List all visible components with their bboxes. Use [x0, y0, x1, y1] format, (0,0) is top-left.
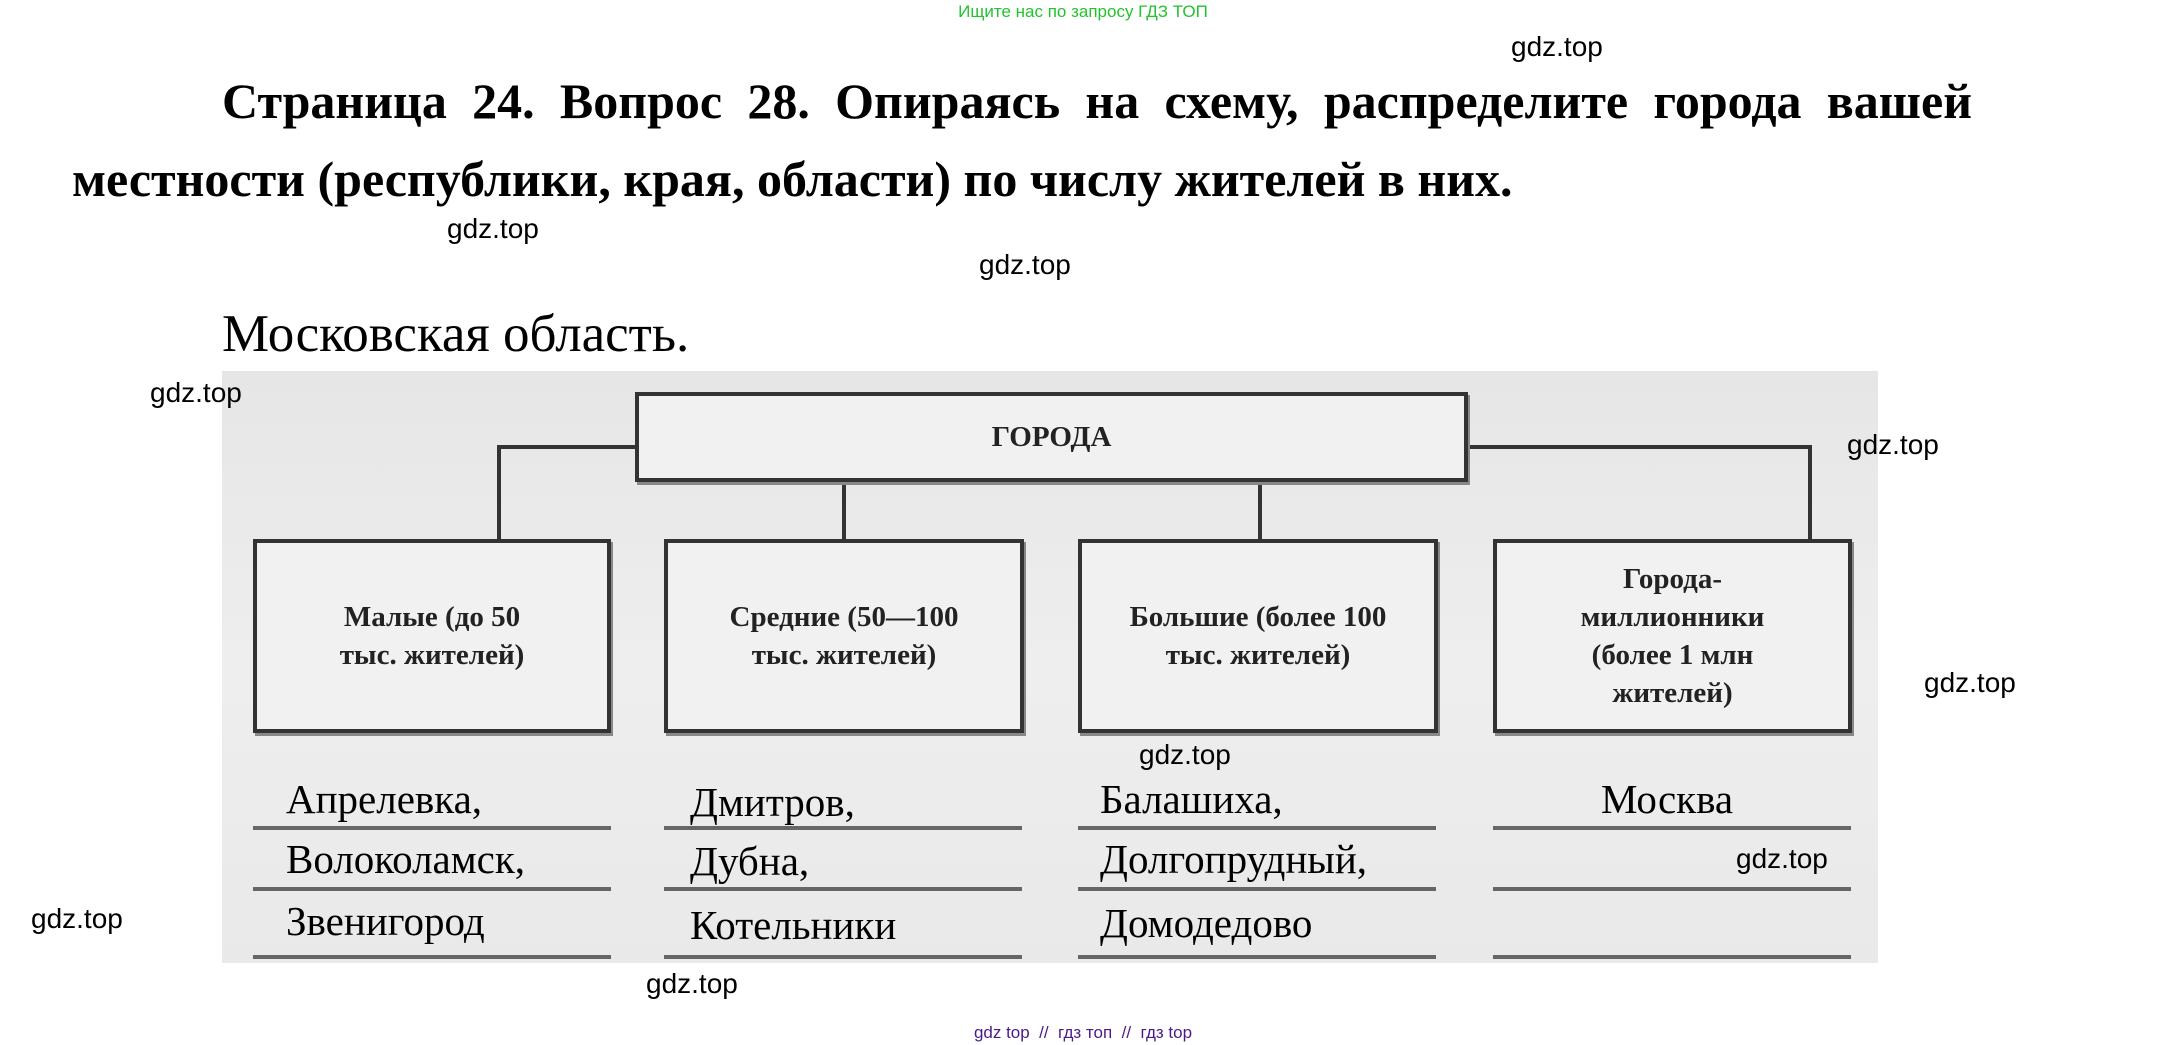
watermark: gdz.top [1511, 31, 1603, 62]
watermark: gdz.top [31, 903, 123, 934]
city-item: Дмитров, [690, 779, 855, 825]
city-item: Долгопрудный, [1100, 836, 1368, 882]
category-label: Средние (50—100 тыс. жителей) [729, 601, 959, 671]
category-label: Города-миллионники (более 1 млн жителей) [1580, 563, 1765, 709]
watermark: gdz.top [1139, 739, 1231, 770]
scheme-root-label: ГОРОДА [991, 421, 1112, 453]
answer-region: Московская область. [222, 305, 690, 363]
watermark: gdz.top [1847, 429, 1939, 460]
category-label: Большие (более 100 тыс. жителей) [1129, 601, 1387, 671]
scheme-root-box: ГОРОДА [635, 392, 1468, 482]
question-text: Страница 24. Вопрос 28. Опираясь на схем… [72, 73, 1972, 207]
city-item: Звенигород [286, 898, 485, 944]
watermark: gdz.top [447, 213, 539, 244]
city-item: Домодедово [1100, 900, 1313, 946]
city-item: Дубна, [690, 838, 810, 884]
category-label: Малые (до 50 тыс. жителей) [339, 601, 525, 671]
city-item: Волоколамск, [286, 836, 526, 882]
city-item: Апрелевка, [286, 776, 483, 822]
watermark: gdz.top [646, 968, 738, 999]
city-item: Балашиха, [1100, 776, 1283, 822]
city-item: Москва [1601, 776, 1734, 822]
category-box-medium: Средние (50—100 тыс. жителей) [664, 539, 1024, 733]
category-box-small: Малые (до 50 тыс. жителей) [253, 539, 611, 733]
city-item: Котельники [690, 902, 897, 948]
category-box-million: Города-миллионники (более 1 млн жителей) [1493, 539, 1852, 733]
watermark: gdz.top [1924, 667, 2016, 698]
top-banner-link[interactable]: Ищите нас по запросу ГДЗ ТОП [958, 2, 1208, 21]
watermark: gdz.top [150, 377, 242, 408]
watermark: gdz.top [979, 249, 1071, 280]
footer-links[interactable]: gdz top // гдз топ // гдз top [973, 1023, 1193, 1042]
watermark: gdz.top [1736, 843, 1828, 874]
scheme-image: ГОРОДА Малые (до 50 тыс. жителей) Средни… [222, 371, 1878, 963]
category-box-large: Большие (более 100 тыс. жителей) [1078, 539, 1438, 733]
